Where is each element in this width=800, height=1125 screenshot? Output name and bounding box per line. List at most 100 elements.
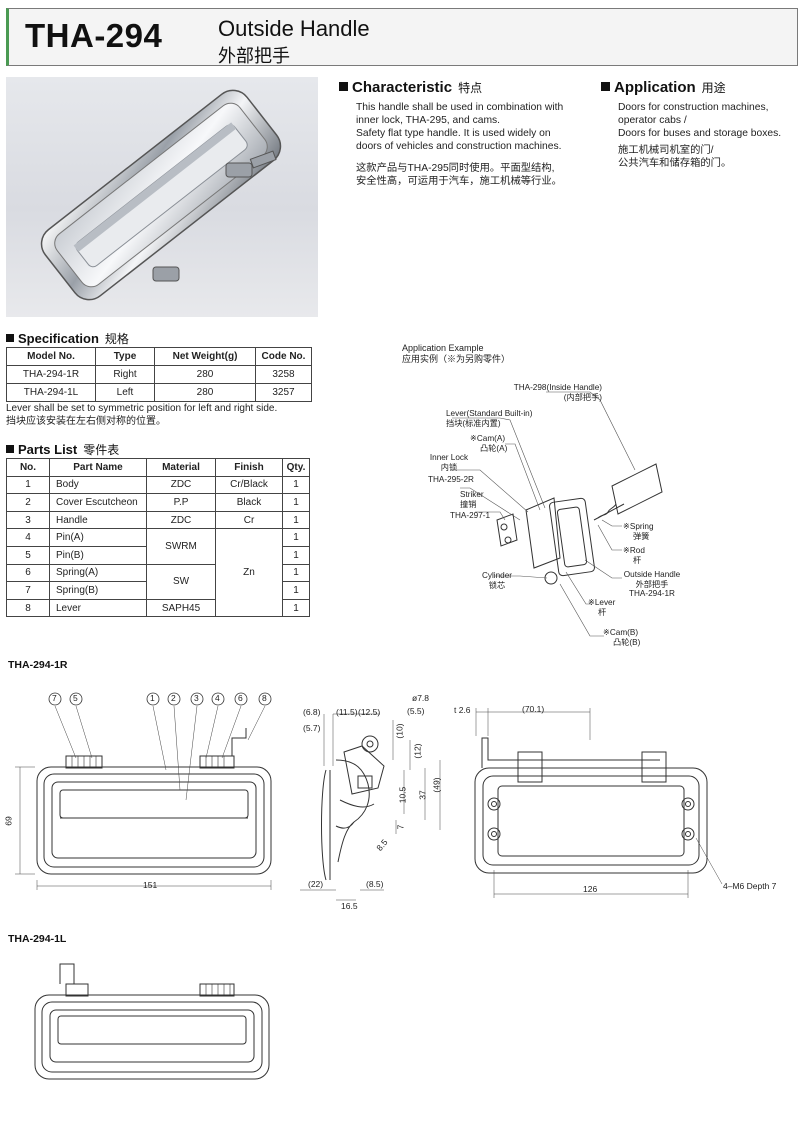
column-header: Code No.	[255, 347, 312, 366]
outside-handle-shape	[549, 497, 595, 577]
dim-back-70-1: (70.1)	[522, 704, 545, 714]
label-lever: Lever(Standard Built-in) 挡块(标准内置)	[446, 409, 533, 428]
table-cell: 3258	[255, 365, 312, 384]
specification-table: Model No. Type Net Weight(g) Code No. TH…	[6, 347, 312, 402]
part-no: 4	[6, 528, 50, 547]
part-material: SAPH45	[146, 598, 216, 618]
dim-side-6-8: (6.8)	[303, 707, 321, 717]
label-rod: ※Rod 杆	[623, 546, 645, 565]
part-name: Pin(A)	[49, 528, 147, 547]
part-name: Lever	[49, 598, 147, 618]
table-row: 2 Cover Escutcheon P.P Black 1	[6, 493, 310, 512]
table-cell: THA-294-1L	[6, 383, 96, 402]
title-banner: THA-294 Outside Handle 外部把手	[6, 8, 798, 66]
bullet-square-icon	[601, 82, 610, 91]
striker-shape	[496, 513, 518, 547]
parts-list-table: No. Part Name Material Finish Qty. 1 Bod…	[6, 458, 310, 618]
dim-width-151: 151	[143, 880, 158, 890]
dim-back-thickness: t 2.6	[454, 705, 471, 715]
dim-side-12: (12)	[412, 743, 423, 759]
balloon-4: 4	[215, 693, 220, 703]
part-no: 8	[6, 598, 50, 618]
part-no: 1	[6, 475, 50, 495]
bullet-square-icon	[339, 82, 348, 91]
part-name: Cover Escutcheon	[49, 493, 147, 512]
dim-side-37: 37	[417, 790, 428, 800]
column-header: No.	[6, 458, 50, 477]
part-name: Spring(A)	[49, 563, 147, 583]
back-view	[474, 737, 708, 874]
specification-note: Lever shall be set to symmetric position…	[6, 403, 278, 427]
label-cylinder: Cylinder 锁芯	[481, 571, 513, 590]
table-header-row: Model No. Type Net Weight(g) Code No.	[6, 347, 312, 366]
technical-drawings-r	[15, 692, 723, 901]
dim-side-10-5: 10.5	[397, 786, 408, 804]
bullet-square-icon	[6, 445, 14, 453]
label-inner-lock-model: THA-295-2R	[428, 475, 474, 484]
dim-side-7: 7	[395, 824, 406, 830]
table-cell: 280	[154, 383, 256, 402]
column-header: Qty.	[282, 458, 310, 477]
inner-lock-shape	[525, 497, 561, 569]
part-material: ZDC	[146, 510, 216, 530]
column-header: Net Weight(g)	[154, 347, 256, 366]
product-photo	[6, 77, 318, 317]
balloon-3: 3	[194, 693, 199, 703]
application-example-title: Application Example 应用实例（※为另购零件）	[402, 343, 511, 364]
part-qty: 1	[282, 475, 310, 495]
dim-side-5-7: (5.7)	[303, 723, 321, 733]
table-row: 1 Body ZDC Cr/Black 1	[6, 475, 310, 495]
part-material: P.P	[146, 493, 216, 512]
column-header: Type	[95, 347, 155, 366]
part-qty: 1	[282, 545, 310, 565]
dim-back-hole: 4–M6 Depth 7	[723, 881, 777, 891]
part-name: Body	[49, 475, 147, 495]
column-header: Model No.	[6, 347, 96, 366]
characteristic-text-cn: 这款产品与THA-295同时使用。平面型结构, 安全性高，可运用于汽车，施工机械…	[356, 163, 562, 187]
dim-side-10: (10)	[394, 723, 405, 739]
table-header-row: No. Part Name Material Finish Qty.	[6, 458, 310, 477]
part-no: 5	[6, 545, 50, 565]
dim-side-8-5b: (8.5)	[366, 879, 384, 889]
part-qty: 1	[282, 510, 310, 530]
table-cell: 280	[154, 365, 256, 384]
spring-shape	[597, 503, 617, 519]
part-finish: Cr	[215, 510, 283, 530]
balloon-6: 6	[238, 693, 243, 703]
application-text-cn: 施工机械司机室的门/ 公共汽车和储存箱的门。	[618, 145, 732, 169]
table-row: THA-294-1L Left 280 3257	[6, 383, 312, 402]
dim-side-49: (49)	[431, 777, 442, 793]
back-view-dimensions	[475, 708, 723, 898]
balloon-7: 7	[52, 693, 57, 703]
part-qty: 1	[282, 598, 310, 618]
label-cam-a: ※Cam(A) 凸轮(A)	[470, 434, 508, 453]
bullet-square-icon	[6, 334, 14, 342]
label-cam-b: ※Cam(B) 凸轮(B)	[603, 628, 641, 647]
dim-side-12-5: (12.5)	[358, 707, 381, 717]
balloon-1: 1	[150, 693, 155, 703]
column-header: Material	[146, 458, 216, 477]
table-cell: 3257	[255, 383, 312, 402]
label-outside-handle: Outside Handle 外部把手 THA-294-1R	[623, 570, 681, 598]
dim-side-11-5: (11.5)	[336, 707, 358, 717]
front-view	[36, 728, 272, 875]
part-no: 2	[6, 493, 50, 512]
column-header: Part Name	[49, 458, 147, 477]
application-text-en: Doors for construction machines, operato…	[618, 102, 782, 139]
dim-back-126: 126	[583, 884, 598, 894]
part-qty: 1	[282, 563, 310, 583]
balloon-5: 5	[73, 693, 78, 703]
label-inner-lock: Inner Lock 内锁	[429, 453, 469, 472]
part-finish: Cr/Black	[215, 475, 283, 495]
table-row: 4 Pin(A) SWRM Zn 1	[6, 528, 310, 618]
label-spring: ※Spring 弹簧	[623, 522, 654, 541]
part-name: Spring(B)	[49, 581, 147, 600]
part-no: 3	[6, 510, 50, 530]
assembly-diagram	[450, 391, 663, 637]
model-number: THA-294	[25, 17, 163, 54]
part-name: Handle	[49, 510, 147, 530]
part-qty: 1	[282, 528, 310, 547]
